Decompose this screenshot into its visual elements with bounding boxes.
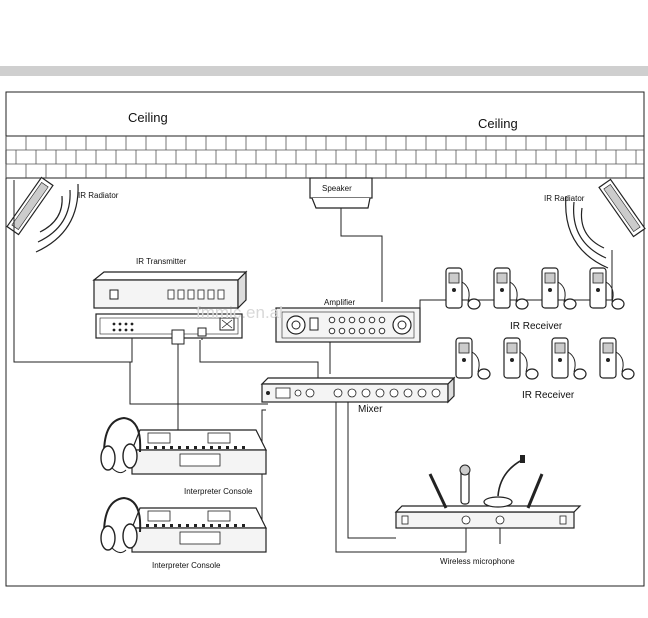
ir-receiver-label-top: IR Receiver: [510, 321, 563, 332]
speaker-label: Speaker: [322, 184, 352, 193]
amplifier-label: Amplifier: [324, 298, 355, 307]
wireless-microphone-system: [394, 455, 582, 529]
interpreter-console-bottom-label: Interpreter Console: [152, 561, 221, 570]
ir-receiver-unit: [599, 337, 635, 380]
top-gray-bar: [0, 66, 648, 76]
ir-receiver-unit: [455, 337, 491, 380]
ir-transmitter: [92, 270, 248, 345]
ir-radiator-left-label: IR Radiator: [78, 191, 119, 200]
ir-radiator-right-label: IR Radiator: [544, 194, 585, 203]
wiring: [13, 180, 613, 553]
ir-receivers: [445, 267, 635, 380]
ceiling-band: [5, 135, 645, 179]
ir-radiator-right: [565, 178, 646, 269]
ir-receiver-unit: [541, 267, 577, 310]
mixer-label: Mixer: [358, 404, 383, 415]
ir-receiver-unit: [445, 267, 481, 310]
speaker: [309, 177, 373, 209]
ceiling-label-right: Ceiling: [478, 116, 518, 131]
ceiling-label-left: Ceiling: [128, 110, 168, 125]
ir-receiver-unit: [589, 267, 625, 310]
interpreter-console-top: [100, 416, 267, 475]
ir-receiver-unit: [551, 337, 587, 380]
ir-radiator-left: [6, 176, 79, 253]
wireless-microphone-label: Wireless microphone: [440, 557, 515, 566]
watermark: fmmic.en.al: [196, 303, 283, 322]
interpreter-console-top-label: Interpreter Console: [184, 487, 253, 496]
ir-transmitter-label: IR Transmitter: [136, 257, 187, 266]
mixer: [260, 376, 456, 404]
ir-receiver-unit: [493, 267, 529, 310]
interpreter-console-bottom: [100, 496, 267, 554]
ir-receiver-label-bottom: IR Receiver: [522, 390, 575, 401]
amplifier: [275, 307, 421, 343]
ir-receiver-unit: [503, 337, 539, 380]
diagram-frame: [5, 91, 645, 587]
